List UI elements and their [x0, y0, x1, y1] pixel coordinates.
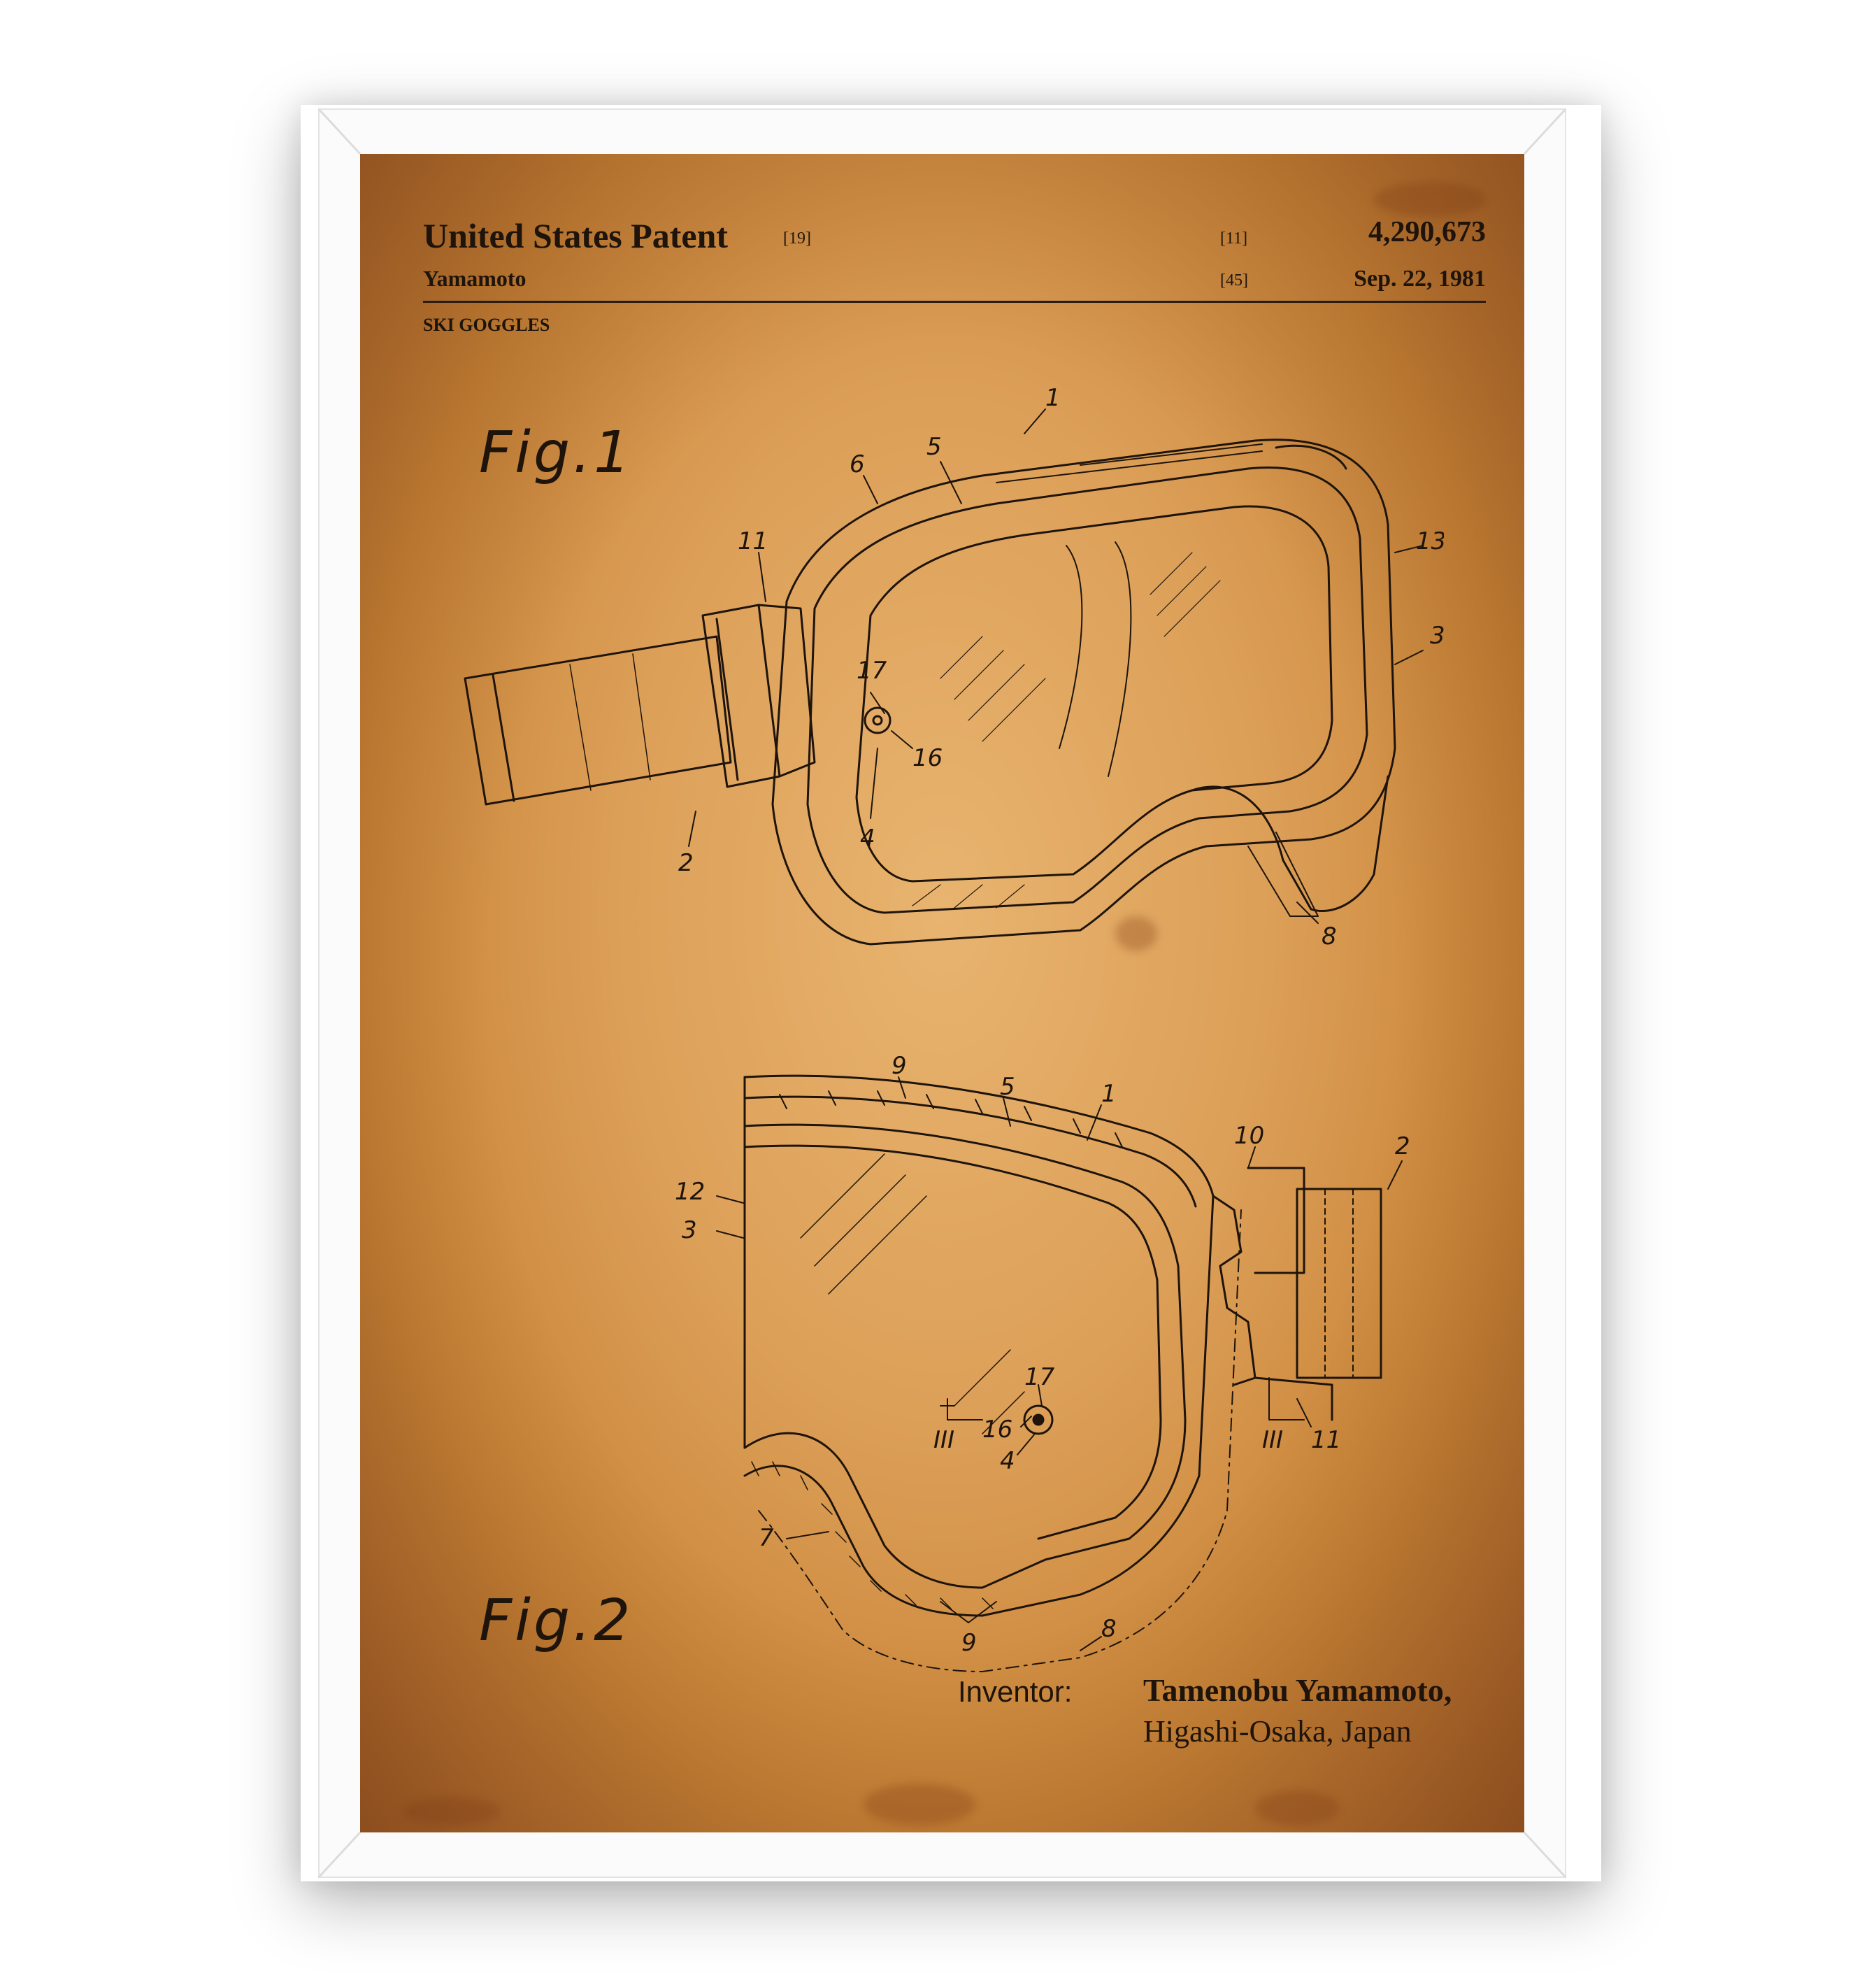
patent-title: United States Patent — [423, 216, 729, 255]
fig1-ref: 3 — [1430, 622, 1444, 650]
fig1-ref: 2 — [678, 849, 694, 877]
fig2-ref: 5 — [1000, 1073, 1015, 1101]
code-45: [45] — [1220, 271, 1248, 290]
fig2-ref: 8 — [1101, 1615, 1117, 1643]
paper-stain — [1374, 182, 1486, 217]
fig1-ref: 13 — [1416, 527, 1444, 555]
paper-stain — [864, 1783, 975, 1825]
fig2-ref: 16 — [982, 1416, 1012, 1444]
fig1-ref: 8 — [1322, 923, 1337, 950]
fig2-ref: 7 — [759, 1524, 774, 1552]
fig1-ref: 11 — [738, 527, 768, 555]
fig2-label: Fig.2 — [479, 1588, 633, 1654]
fig2-ref: 17 — [1024, 1363, 1055, 1391]
fig1-ref: 1 — [1045, 385, 1061, 412]
fig1-ref: 16 — [912, 744, 943, 772]
fig1-goggles-drawing: 1 5 6 11 13 3 17 16 2 4 8 — [464, 385, 1444, 950]
fig2-ref: 9 — [892, 1056, 907, 1080]
fig2-ref: 12 — [675, 1178, 705, 1206]
inventor-name: Tamenobu Yamamoto, — [1143, 1672, 1452, 1708]
paper-stain — [1115, 916, 1157, 951]
fig1-ref: 4 — [860, 825, 875, 853]
fig2-ref: 4 — [1000, 1447, 1015, 1475]
patent-number: 4,290,673 — [1368, 216, 1486, 248]
code-19: [19] — [783, 229, 811, 248]
code-11: [11] — [1220, 229, 1248, 248]
patent-subject: SKI GOGGLES — [423, 315, 550, 335]
paper-stain — [402, 1797, 500, 1825]
fig2-ref: 9 — [961, 1629, 977, 1657]
frame-bevel — [318, 108, 1566, 1878]
patent-paper: United States Patent [19] [11] 4,290,673… — [360, 154, 1524, 1832]
fig2-ref: 3 — [682, 1216, 697, 1244]
fig2-ref: 10 — [1234, 1122, 1264, 1150]
header-divider — [423, 301, 1486, 303]
patent-date: Sep. 22, 1981 — [1354, 266, 1486, 292]
fig1-ref: 17 — [857, 657, 887, 685]
inventor-short: Yamamoto — [423, 266, 527, 291]
fig1-ref: 5 — [926, 433, 942, 461]
fig2-ref: 2 — [1395, 1132, 1410, 1160]
fig2-ref: 11 — [1311, 1426, 1341, 1454]
fig2-ref: 1 — [1101, 1080, 1117, 1108]
paper-stain — [1255, 1790, 1339, 1825]
fig1-label: Fig.1 — [479, 420, 633, 486]
paper-vignette — [360, 154, 1524, 1832]
fig2-ref: III — [1262, 1426, 1283, 1454]
inventor-label: Inventor: — [958, 1675, 1073, 1708]
fig1-ref: 6 — [850, 450, 865, 478]
inventor-location: Higashi-Osaka, Japan — [1143, 1714, 1412, 1748]
fig2-section-drawing: 9 5 1 10 2 12 3 17 16 4 III III 11 7 9 8 — [675, 1056, 1410, 1672]
fig2-ref: III — [933, 1426, 954, 1454]
